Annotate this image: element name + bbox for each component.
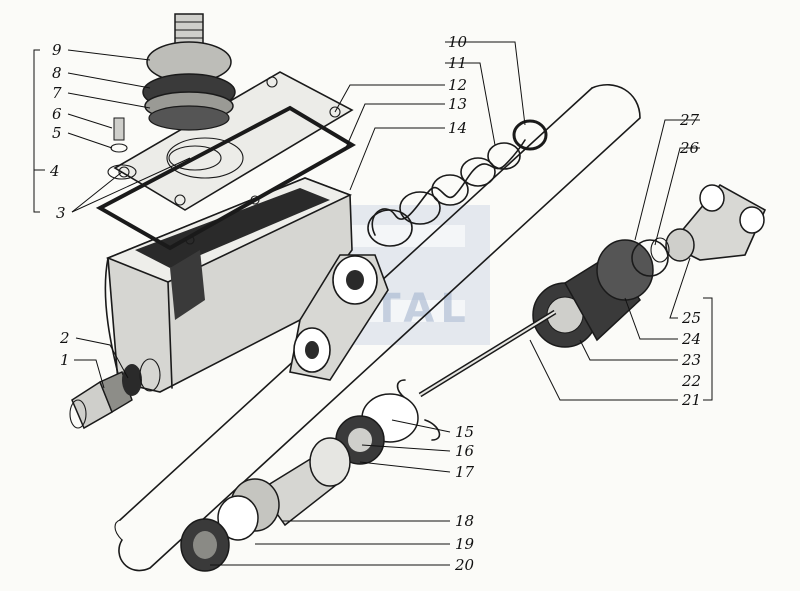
callout-3: 3 [56,204,66,222]
group-bracket-left [33,49,45,213]
callout-22: 22 [681,372,701,390]
cover-plate [113,71,354,211]
gasket [95,105,356,251]
callout-2: 2 [59,329,70,347]
bolt-and-washer [107,117,137,180]
mounting-bracket [289,254,389,381]
callout-13: 13 [448,95,467,113]
callout-16: 16 [455,442,475,460]
callout-17: 17 [455,463,475,481]
filler-cap [142,13,236,171]
callout-5: 5 [52,124,62,142]
callout-labels: 9 8 7 6 5 4 3 10 11 12 13 14 2 1 15 16 1… [49,33,701,574]
callout-9: 9 [52,41,62,59]
callout-25: 25 [681,309,701,327]
callout-18: 18 [455,512,474,530]
piston-assembly [532,239,669,348]
callout-8: 8 [52,64,62,82]
callout-26: 26 [679,139,700,157]
callout-12: 12 [448,76,467,94]
callout-19: 19 [455,535,475,553]
return-spring [367,139,526,247]
group-bracket-right [703,297,713,401]
callout-11: 11 [448,54,467,72]
boot-and-seals [180,393,419,572]
callout-27: 27 [679,111,700,129]
retainer-ring [512,119,548,151]
outlet-fitting [69,358,161,430]
callout-21: 21 [681,391,701,409]
callout-10: 10 [448,33,468,51]
callout-7: 7 [52,84,62,102]
callout-24: 24 [681,330,701,348]
callout-14: 14 [448,119,467,137]
callout-15: 15 [455,423,474,441]
callout-4: 4 [49,162,60,180]
callout-23: 23 [681,351,701,369]
callout-6: 6 [52,105,62,123]
callout-20: 20 [454,556,475,574]
callout-1: 1 [60,351,70,369]
leader-lines [67,41,700,566]
clevis-fork [650,183,767,263]
